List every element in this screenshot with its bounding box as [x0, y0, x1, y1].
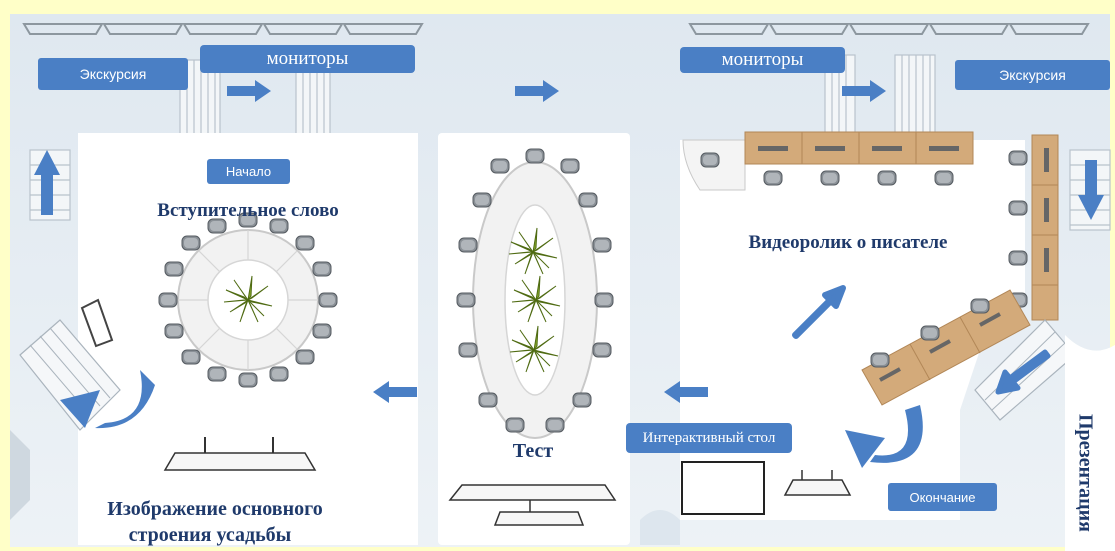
curved-arrow-right-icon: [870, 405, 923, 463]
oval-table: [456, 148, 614, 439]
intro-word-label: Вступительное слово: [157, 200, 339, 221]
zone-connector: [640, 510, 680, 545]
arrow-up-right-icon: [792, 285, 846, 339]
left-door: [10, 430, 30, 520]
interactive-table-label: Интерактивный стол: [626, 423, 792, 453]
screen-center: [448, 484, 617, 526]
top-wall-lights: [22, 23, 1090, 35]
image-label-line2: строения усадьбы: [128, 523, 292, 546]
test-label: Тест: [512, 439, 554, 462]
arrow-down-icon: [1078, 160, 1104, 220]
desks-diagonal: [861, 289, 1031, 406]
desks-top: [682, 131, 974, 191]
arrow-down-left-icon: [995, 349, 1051, 395]
screen-left: [163, 437, 317, 471]
right-wall-area: [1065, 335, 1115, 551]
curved-arrow-left-icon: [95, 370, 155, 429]
excursion-label-right: Экскурсия: [955, 60, 1110, 90]
flow-arrows: [34, 80, 1104, 468]
presentation-label: Презентация: [1074, 414, 1097, 532]
interactive-table-shape: [681, 461, 852, 515]
excursion-label-left: Экскурсия: [38, 58, 188, 90]
arrow-up-icon: [34, 150, 60, 215]
round-table: [158, 212, 338, 388]
desks-right: [1008, 134, 1059, 321]
monitors-label-left: мониторы: [200, 45, 415, 73]
start-badge: Начало: [207, 159, 290, 184]
end-badge: Окончание: [888, 483, 997, 511]
image-label-line1: Изображение основного: [107, 497, 323, 520]
video-label: Видеоролик о писателе: [748, 232, 948, 253]
monitors-label-right: мониторы: [680, 47, 845, 73]
